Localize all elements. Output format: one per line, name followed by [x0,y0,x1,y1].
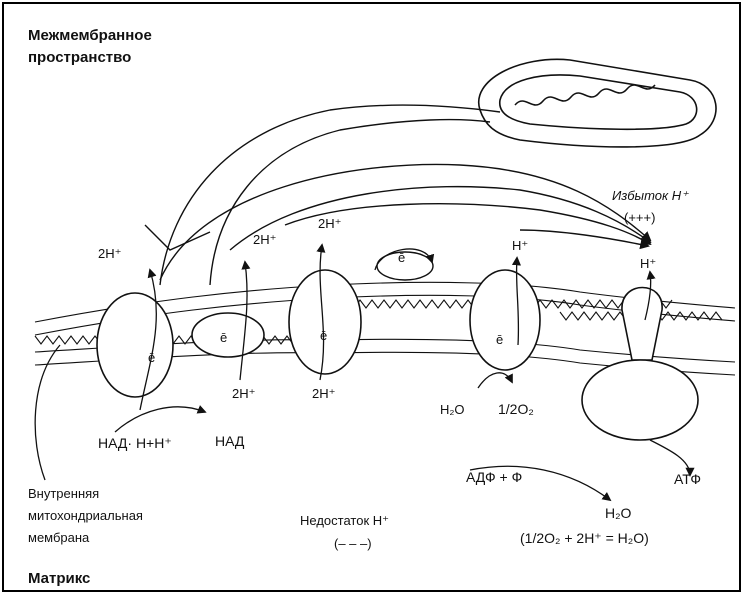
water-in-label: H₂O [440,402,465,417]
water-out-label: H₂O [605,505,632,521]
electron-2: ē [220,330,227,345]
inner-membrane-label-3: мембрана [28,530,90,545]
h-top-4: H⁺ [512,238,528,253]
electron-5: ē [496,332,503,347]
excess-sign: (+++) [624,210,655,225]
complex-III [289,270,361,374]
electron-3: ē [320,328,327,343]
matrix-label: Матрикс [28,570,90,587]
complex-II [192,313,264,357]
intermembrane-label-2: пространство [28,49,131,66]
h2-top-1: 2H⁺ [98,246,121,261]
h2-bottom-2: 2H⁺ [312,386,335,401]
half-o2-label: 1/2O₂ [498,401,534,417]
h-top-5: H⁺ [640,256,656,271]
nad-label: НАД [215,433,245,449]
deficit-sign: (– – –) [334,536,372,551]
mitochondrion-icon [479,59,716,147]
h2-bottom-1: 2H⁺ [232,386,255,401]
complex-IV [470,270,540,370]
atp-synthase [582,288,698,441]
h2-top-2: 2H⁺ [253,232,276,247]
deficit-label: Недостаток H⁺ [300,513,389,528]
inner-membrane-label-1: Внутренняя [28,486,99,501]
h2-top-3: 2H⁺ [318,216,341,231]
nadh-label: НАД· Н+Н⁺ [98,435,172,451]
complex-I [97,293,173,397]
adp-label: АДФ + Ф [466,469,522,485]
water-equation: (1/2O₂ + 2H⁺ = H₂O) [520,530,649,546]
inner-membrane-label-2: митохондриальная [28,508,143,523]
excess-label: Избыток H⁺ [612,188,689,203]
intermembrane-label-1: Межмембранное [28,27,152,44]
electron-1: ē [148,350,155,365]
atp-label: АТФ [674,471,701,487]
electron-4: ē [398,250,405,265]
